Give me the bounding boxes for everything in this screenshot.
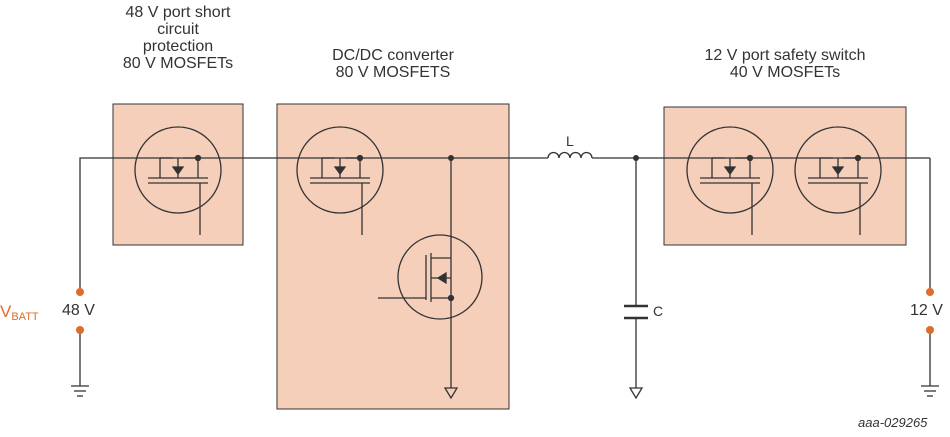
label-line: protection [142, 38, 214, 55]
figure-id: aaa-029265 [858, 415, 928, 430]
converter-block-label: DC/DC converter 80 V MOSFETS [293, 47, 493, 81]
label-line: 80 V MOSFETS [335, 64, 451, 81]
vbatt-label: VBATT [0, 302, 39, 323]
label-line: 48 V port short [125, 4, 231, 21]
port-terminals [76, 288, 934, 334]
label-line: DC/DC converter [332, 47, 454, 64]
junction-dots [448, 155, 639, 161]
label-line: 80 V MOSFETs [122, 55, 234, 72]
converter-block [276, 103, 510, 410]
label-line: circuit [157, 21, 199, 38]
inductor-symbol [547, 151, 593, 159]
right-port-voltage: 12 V [910, 302, 943, 319]
safety-block-label: 12 V port safety switch 40 V MOSFETs [660, 47, 910, 81]
mosfet-converter-low [378, 234, 483, 320]
wires [79, 157, 931, 388]
vbatt-sub: BATT [11, 311, 39, 323]
label-line: 12 V port safety switch [704, 47, 866, 64]
capacitor-symbol [624, 304, 648, 320]
safety-block [663, 106, 907, 246]
left-port-voltage: 48 V [62, 302, 95, 319]
ground-symbols [71, 385, 939, 400]
protection-block-label: 48 V port short circuit protection 80 V … [100, 4, 256, 72]
inductor-label: L [566, 133, 574, 149]
vbatt-main: V [0, 302, 12, 321]
capacitor-label: C [653, 303, 664, 319]
label-line: 40 V MOSFETs [729, 64, 841, 81]
